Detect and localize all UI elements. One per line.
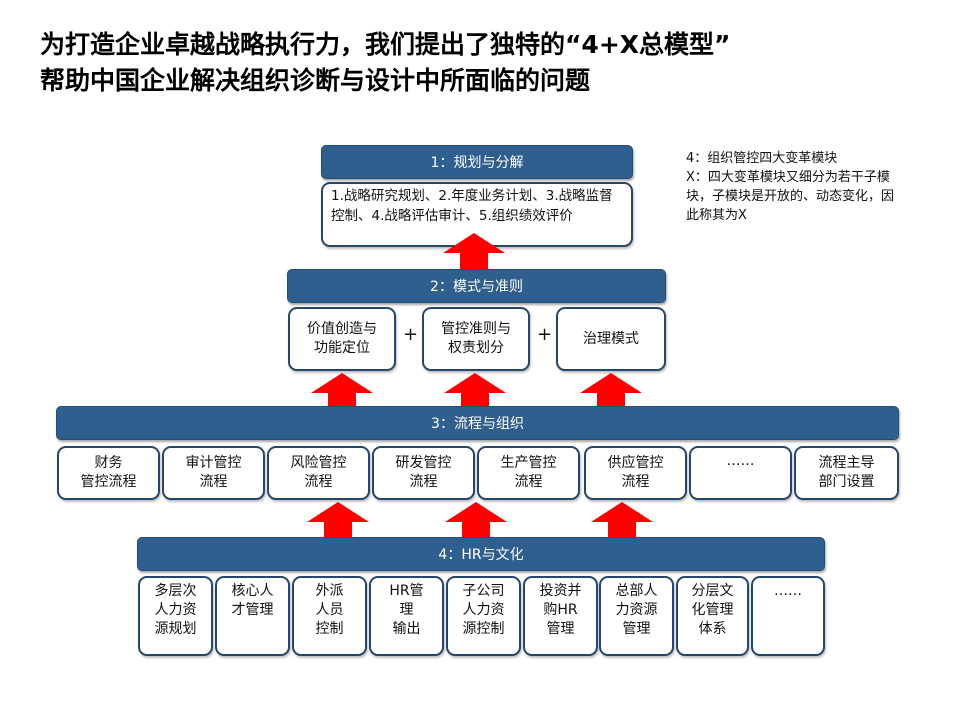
- level3-header: 3：流程与组织: [56, 406, 899, 440]
- level2-header: 2：模式与准则: [287, 269, 666, 303]
- level3-item: 流程主导 部门设置: [794, 446, 899, 500]
- level3-item: 财务 管控流程: [57, 446, 160, 500]
- model-note: 4：组织管控四大变革模块 X：四大变革模块又细分为若干子模块，子模块是开放的、动…: [686, 151, 895, 223]
- level1-header: 1：规划与分解: [321, 145, 633, 179]
- level3-item: 研发管控 流程: [372, 446, 475, 500]
- level4-item: 多层次 人力资 源规划: [138, 576, 213, 656]
- level4-item: 子公司 人力资 源控制: [446, 576, 521, 656]
- title-line-2: 帮助中国企业解决组织诊断与设计中所面临的问题: [40, 66, 591, 95]
- level3-item-ellipsis: ……: [689, 446, 792, 500]
- level2-item: 管控准则与 权责划分: [422, 307, 530, 371]
- level4-item: 总部人 力资源 管理: [599, 576, 674, 656]
- level2-item: 治理模式: [556, 307, 666, 371]
- level4-item: HR管 理 输出: [369, 576, 444, 656]
- title-line-1: 为打造企业卓越战略执行力，我们提出了独特的“4+X总模型”: [40, 30, 731, 59]
- level3-item: 生产管控 流程: [477, 446, 580, 500]
- plus-sign: +: [403, 324, 419, 345]
- level4-item: 分层文 化管理 体系: [676, 576, 749, 656]
- up-arrow-icon: [443, 233, 505, 269]
- level3-item: 审计管控 流程: [162, 446, 265, 500]
- up-arrow-icon: [445, 502, 507, 538]
- level3-item: 风险管控 流程: [267, 446, 370, 500]
- level4-header: 4：HR与文化: [137, 537, 825, 571]
- up-arrow-icon: [307, 502, 369, 538]
- up-arrow-icon: [580, 373, 642, 409]
- level4-item-ellipsis: ……: [751, 576, 825, 656]
- plus-sign: +: [537, 324, 553, 345]
- level2-item: 价值创造与 功能定位: [288, 307, 396, 371]
- level3-item: 供应管控 流程: [584, 446, 687, 500]
- up-arrow-icon: [444, 373, 506, 409]
- level4-item: 外派 人员 控制: [292, 576, 367, 656]
- up-arrow-icon: [311, 373, 373, 409]
- up-arrow-icon: [591, 502, 653, 538]
- level4-item: 核心人 才管理: [215, 576, 290, 656]
- level4-item: 投资并 购HR 管理: [523, 576, 598, 656]
